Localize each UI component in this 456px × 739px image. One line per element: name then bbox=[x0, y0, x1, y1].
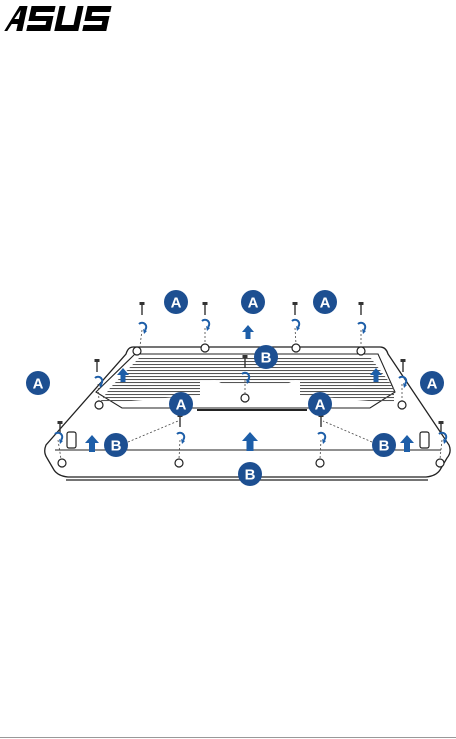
svg-text:B: B bbox=[245, 467, 256, 484]
svg-text:B: B bbox=[379, 438, 390, 455]
callout-a: A bbox=[313, 290, 337, 314]
svg-text:A: A bbox=[171, 295, 182, 312]
callout-a: A bbox=[241, 290, 265, 314]
bottom-cover-diagram: A A A A A A A B B B B bbox=[0, 280, 456, 500]
callout-b: B bbox=[254, 345, 278, 369]
callout-a: A bbox=[169, 392, 193, 416]
svg-text:A: A bbox=[176, 397, 187, 414]
svg-text:A: A bbox=[315, 397, 326, 414]
svg-text:A: A bbox=[427, 376, 438, 393]
svg-text:A: A bbox=[320, 295, 331, 312]
callout-a: A bbox=[26, 371, 50, 395]
svg-text:B: B bbox=[261, 350, 272, 367]
callout-b: B bbox=[104, 433, 128, 457]
callout-a: A bbox=[420, 371, 444, 395]
asus-logo bbox=[2, 4, 126, 32]
footer-rule bbox=[0, 737, 456, 738]
callout-b: B bbox=[372, 433, 396, 457]
callout-a: A bbox=[308, 392, 332, 416]
svg-text:B: B bbox=[111, 438, 122, 455]
svg-text:A: A bbox=[248, 295, 259, 312]
svg-text:A: A bbox=[33, 376, 44, 393]
callout-a: A bbox=[164, 290, 188, 314]
callout-b: B bbox=[238, 462, 262, 486]
